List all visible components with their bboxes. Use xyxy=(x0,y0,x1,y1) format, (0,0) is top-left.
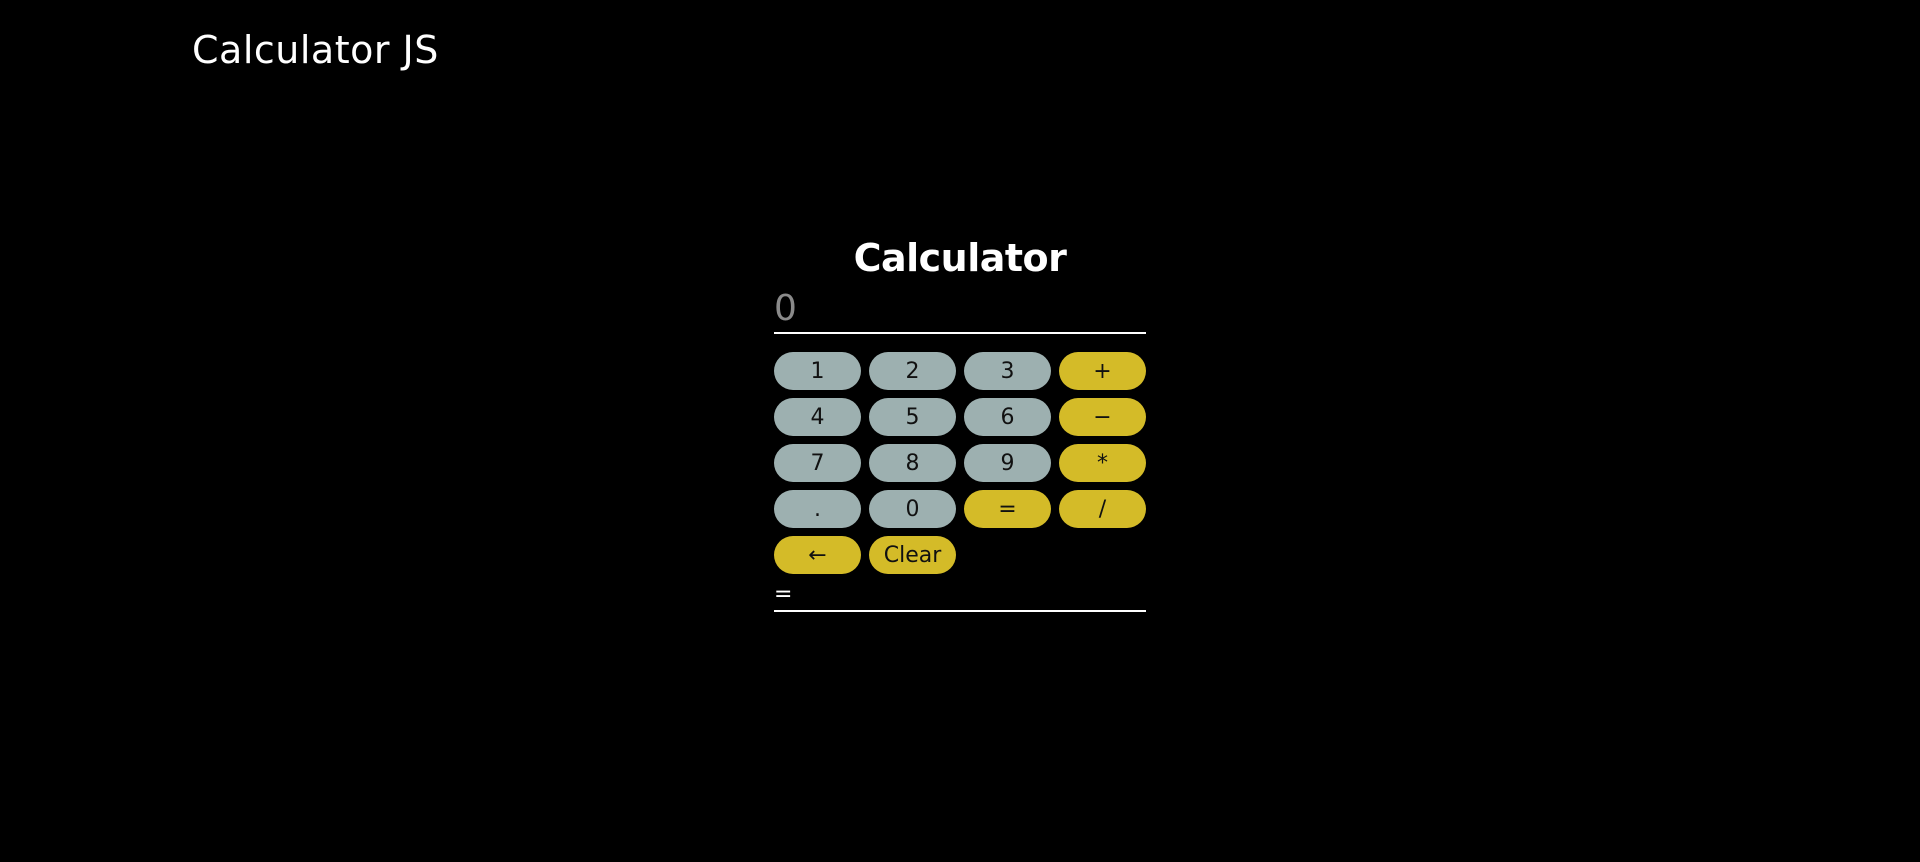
divide-button[interactable]: / xyxy=(1059,490,1146,528)
backspace-button[interactable]: ← xyxy=(774,536,861,574)
calculator-heading: Calculator xyxy=(853,236,1067,280)
key-1-button[interactable]: 1 xyxy=(774,352,861,390)
result-output: = xyxy=(774,580,1146,612)
app-title: Calculator JS xyxy=(192,28,439,72)
key-8-button[interactable]: 8 xyxy=(869,444,956,482)
calculator: Calculator 1 2 3 + 4 5 6 − 7 8 9 * . 0 =… xyxy=(774,232,1146,612)
key-0-button[interactable]: 0 xyxy=(869,490,956,528)
key-6-button[interactable]: 6 xyxy=(964,398,1051,436)
multiply-button[interactable]: * xyxy=(1059,444,1146,482)
key-4-button[interactable]: 4 xyxy=(774,398,861,436)
decimal-point-button[interactable]: . xyxy=(774,490,861,528)
key-5-button[interactable]: 5 xyxy=(869,398,956,436)
plus-button[interactable]: + xyxy=(1059,352,1146,390)
arrow-left-icon: ← xyxy=(808,542,827,568)
key-2-button[interactable]: 2 xyxy=(869,352,956,390)
keypad: 1 2 3 + 4 5 6 − 7 8 9 * . 0 = / ← Clear xyxy=(774,352,1146,574)
calculator-display-input[interactable] xyxy=(774,284,1146,334)
equals-button[interactable]: = xyxy=(964,490,1051,528)
clear-button[interactable]: Clear xyxy=(869,536,956,574)
key-3-button[interactable]: 3 xyxy=(964,352,1051,390)
minus-button[interactable]: − xyxy=(1059,398,1146,436)
key-7-button[interactable]: 7 xyxy=(774,444,861,482)
key-9-button[interactable]: 9 xyxy=(964,444,1051,482)
